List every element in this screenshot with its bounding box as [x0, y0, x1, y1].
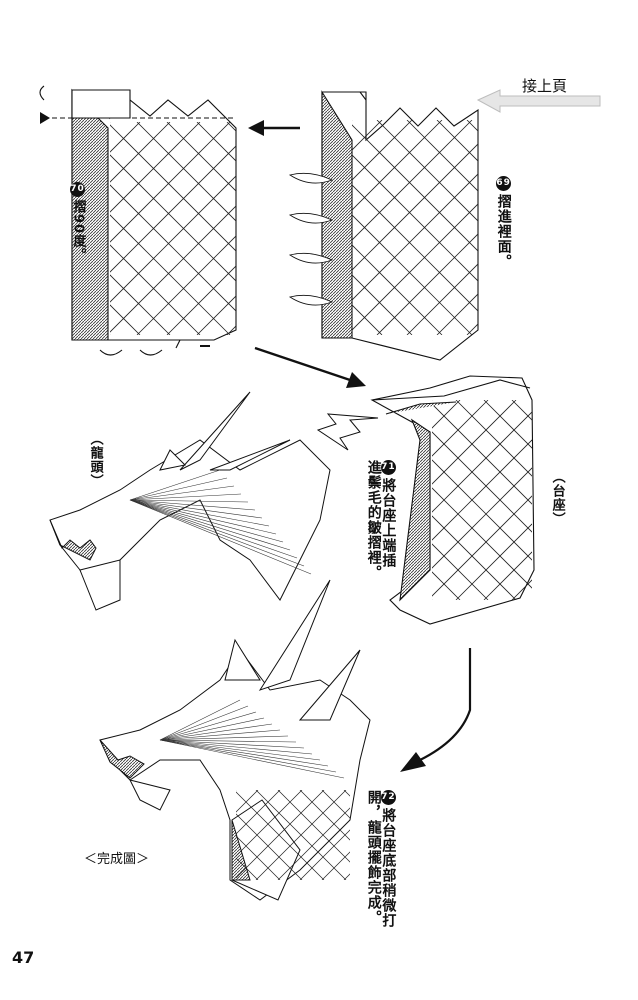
step-72-text: 將台座底部稍微打開，龍頭擺飾完成。	[365, 790, 397, 928]
step-69-number: 69	[496, 176, 512, 191]
insert-arrow	[316, 413, 379, 451]
step-71-text: 將台座上端插進鬃毛的皺摺裡。	[365, 460, 397, 580]
step-72-instruction: 72將台座底部稍微打開，龍頭擺飾完成。	[366, 790, 396, 930]
step-70-model	[39, 85, 237, 356]
step-70-instruction: 70 摺90度。	[70, 182, 86, 263]
step-70-text: 摺90度。	[70, 200, 86, 263]
dragon-head-model	[49, 391, 331, 611]
step-71-number: 71	[380, 460, 396, 475]
step-70-number: 70	[70, 182, 85, 197]
arrow-69-to-70	[248, 120, 300, 136]
step-71-base	[370, 375, 535, 625]
base-label: （台座）	[549, 470, 565, 526]
arrow-71-to-72	[400, 648, 472, 772]
finished-label: ＜完成圖＞	[84, 852, 150, 867]
continue-arrow	[476, 89, 601, 113]
arrow-70-to-71	[254, 346, 366, 388]
finished-dragon-model	[99, 579, 371, 901]
step-71-instruction: 71將台座上端插進鬃毛的皺摺裡。	[366, 460, 396, 580]
step-69-text: 摺進裡面。	[495, 194, 512, 269]
dragon-head-label: （龍頭）	[87, 432, 103, 488]
step-72-number: 72	[380, 790, 396, 805]
step-69-instruction: 69 摺進裡面。	[495, 176, 512, 269]
step-69-model	[288, 90, 479, 361]
continue-label: 接上頁	[522, 77, 568, 95]
page-number: 47	[12, 948, 35, 967]
